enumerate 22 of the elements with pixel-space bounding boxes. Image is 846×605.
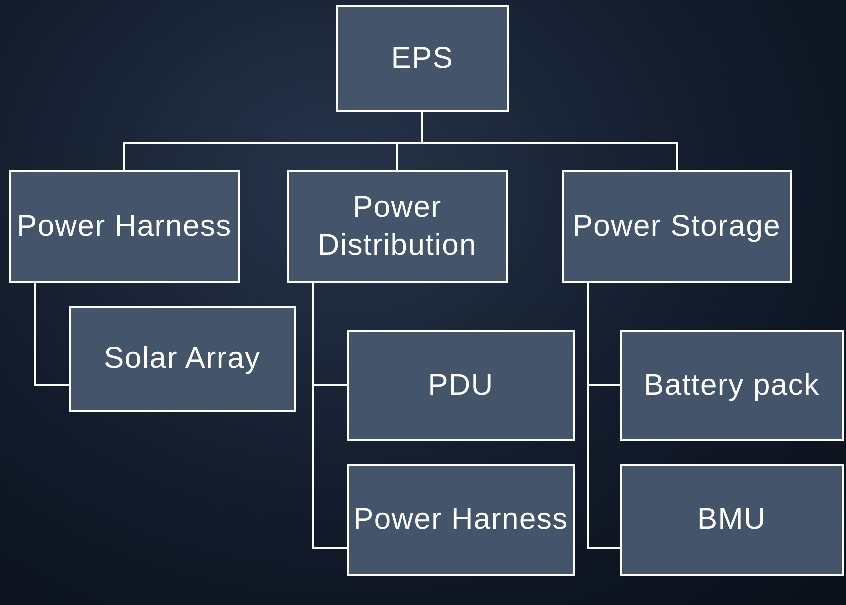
box-label: Solar Array (104, 341, 261, 377)
org-box (69, 306, 296, 412)
org-box (620, 464, 844, 576)
org-box (347, 464, 575, 576)
box-label: PDU (428, 368, 494, 404)
box-label: Battery pack (644, 368, 820, 404)
connector-line (312, 283, 347, 549)
org-box (287, 170, 508, 283)
connector-line (587, 283, 620, 549)
org-box (9, 170, 240, 283)
box-label: Power Storage (572, 208, 782, 244)
org-box (620, 330, 844, 441)
org-box (562, 170, 792, 283)
org-box (347, 330, 575, 441)
org-box (336, 5, 509, 112)
box-label: EPS (391, 40, 454, 76)
box-label: BMU (698, 502, 766, 538)
box-label: Power Harness (354, 502, 568, 538)
box-label: Power Harness (17, 208, 232, 244)
connector-line (422, 112, 678, 170)
box-label: Power Distribution (316, 190, 478, 264)
connector-line (34, 283, 69, 386)
